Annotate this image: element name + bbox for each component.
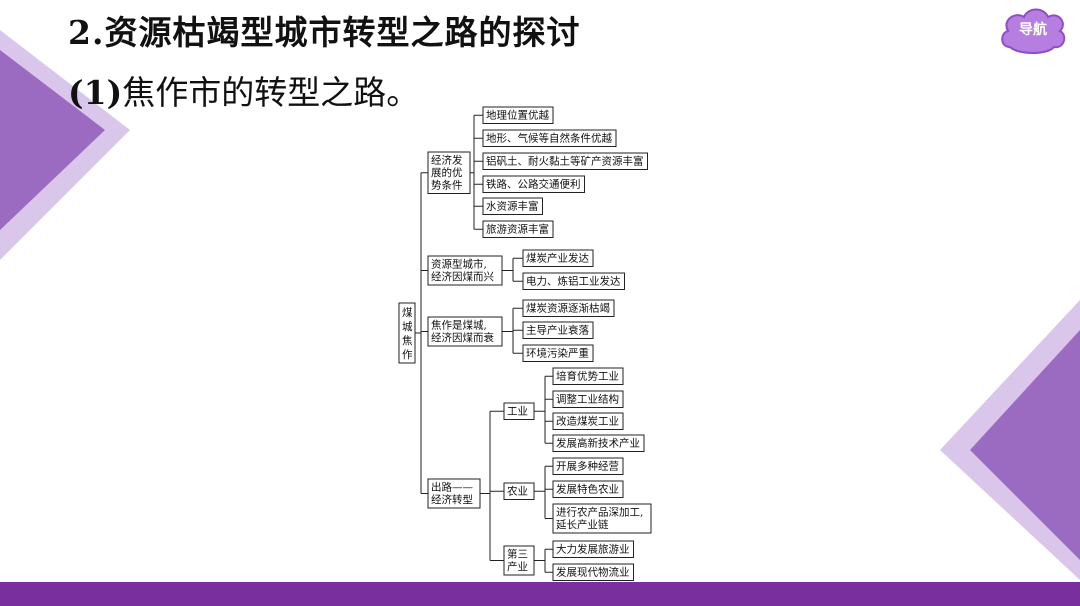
node-text: 发展特色农业 — [556, 483, 619, 496]
advantage-item: 铝矾土、耐火黏土等矿产资源丰富 — [482, 152, 648, 170]
subtitle-text: 焦作市的转型之路。 — [122, 73, 420, 112]
bottom-bar — [0, 582, 1080, 606]
node-text: 经济转型 — [431, 493, 473, 506]
branch-coal-rise: 资源型城市,经济因煤而兴 — [427, 255, 503, 286]
node-text: 培育优势工业 — [556, 370, 619, 383]
tertiary-item: 大力发展旅游业 — [552, 540, 634, 558]
node-text: 城 — [402, 321, 413, 333]
industry-item: 培育优势工业 — [552, 367, 624, 385]
node-text: 经济发 — [431, 154, 463, 167]
node-text: 大力发展旅游业 — [556, 543, 630, 556]
industry-item: 调整工业结构 — [552, 390, 624, 408]
node-text: 第三 — [507, 548, 528, 561]
node-text: 环境污染严重 — [526, 347, 589, 360]
node-text: 开展多种经营 — [556, 460, 619, 473]
decline-item: 主导产业衰落 — [522, 321, 594, 339]
cloud-icon — [1001, 8, 1066, 54]
node-text: 进行农产品深加工, — [556, 506, 643, 519]
node-text: 调整工业结构 — [556, 393, 619, 406]
rise-item: 煤炭产业发达 — [522, 249, 594, 267]
node-text: 发展高新技术产业 — [556, 437, 640, 450]
node-text: 地形、气候等自然条件优越 — [486, 132, 612, 145]
sub-agriculture: 农业 — [503, 482, 535, 500]
node-text: 煤 — [402, 306, 413, 319]
node-text: 主导产业衰落 — [526, 324, 589, 337]
node-text: 煤炭资源逐渐枯竭 — [526, 302, 610, 315]
node-text: 改造煤炭工业 — [556, 415, 619, 428]
decline-item: 环境污染严重 — [522, 344, 594, 362]
industry-item: 发展高新技术产业 — [552, 434, 645, 452]
node-text: 铁路、公路交通便利 — [486, 178, 581, 191]
node-text: 铝矾土、耐火黏土等矿产资源丰富 — [486, 155, 644, 168]
agriculture-item: 进行农产品深加工,延长产业链 — [552, 503, 652, 534]
advantage-item: 水资源丰富 — [482, 197, 543, 215]
right-decoration — [940, 300, 1080, 580]
node-text: 展的优 — [431, 166, 463, 179]
tertiary-item: 发展现代物流业 — [552, 563, 634, 581]
slide-subtitle: (1)焦作市的转型之路。 — [68, 66, 419, 114]
nav-label: 导航 — [1019, 22, 1047, 38]
node-text: 经济因煤而兴 — [431, 270, 494, 283]
node-text: 势条件 — [431, 179, 463, 192]
node-text: 出路—— — [431, 481, 473, 494]
industry-item: 改造煤炭工业 — [552, 412, 624, 430]
node-text: 水资源丰富 — [486, 200, 539, 213]
branch-coal-decline: 焦作是煤城,经济因煤而衰 — [427, 316, 503, 347]
branch-transformation: 出路——经济转型 — [427, 478, 481, 509]
node-text: 经济因煤而衰 — [431, 331, 494, 344]
node-text: 工业 — [507, 406, 528, 418]
node-text: 发展现代物流业 — [556, 566, 630, 579]
node-text: 煤炭产业发达 — [526, 252, 589, 265]
rise-item: 电力、炼铝工业发达 — [522, 272, 625, 290]
node-text: 旅游资源丰富 — [486, 223, 549, 236]
node-text: 延长产业链 — [556, 518, 609, 531]
node-text: 焦作是煤城, — [431, 319, 487, 332]
subtitle-prefix: (1) — [68, 73, 123, 112]
advantage-item: 旅游资源丰富 — [482, 220, 554, 238]
node-text: 农业 — [507, 485, 528, 498]
node-text: 产业 — [507, 560, 528, 573]
node-text: 资源型城市, — [431, 258, 487, 271]
node-text: 地理位置优越 — [486, 109, 549, 122]
advantage-item: 铁路、公路交通便利 — [482, 175, 585, 193]
agriculture-item: 发展特色农业 — [552, 480, 624, 498]
node-text: 焦 — [402, 334, 413, 347]
slide-title: 2.资源枯竭型城市转型之路的探讨 — [68, 13, 581, 52]
decline-item: 煤炭资源逐渐枯竭 — [522, 299, 615, 317]
sub-industry: 工业 — [503, 402, 535, 420]
left-decoration — [0, 30, 130, 260]
advantage-item: 地理位置优越 — [482, 106, 554, 124]
agriculture-item: 开展多种经营 — [552, 457, 624, 475]
nav-button[interactable]: 导航 — [998, 3, 1068, 57]
node-text: 电力、炼铝工业发达 — [526, 275, 621, 288]
node-text: 作 — [402, 349, 413, 361]
advantage-item: 地形、气候等自然条件优越 — [482, 129, 617, 147]
